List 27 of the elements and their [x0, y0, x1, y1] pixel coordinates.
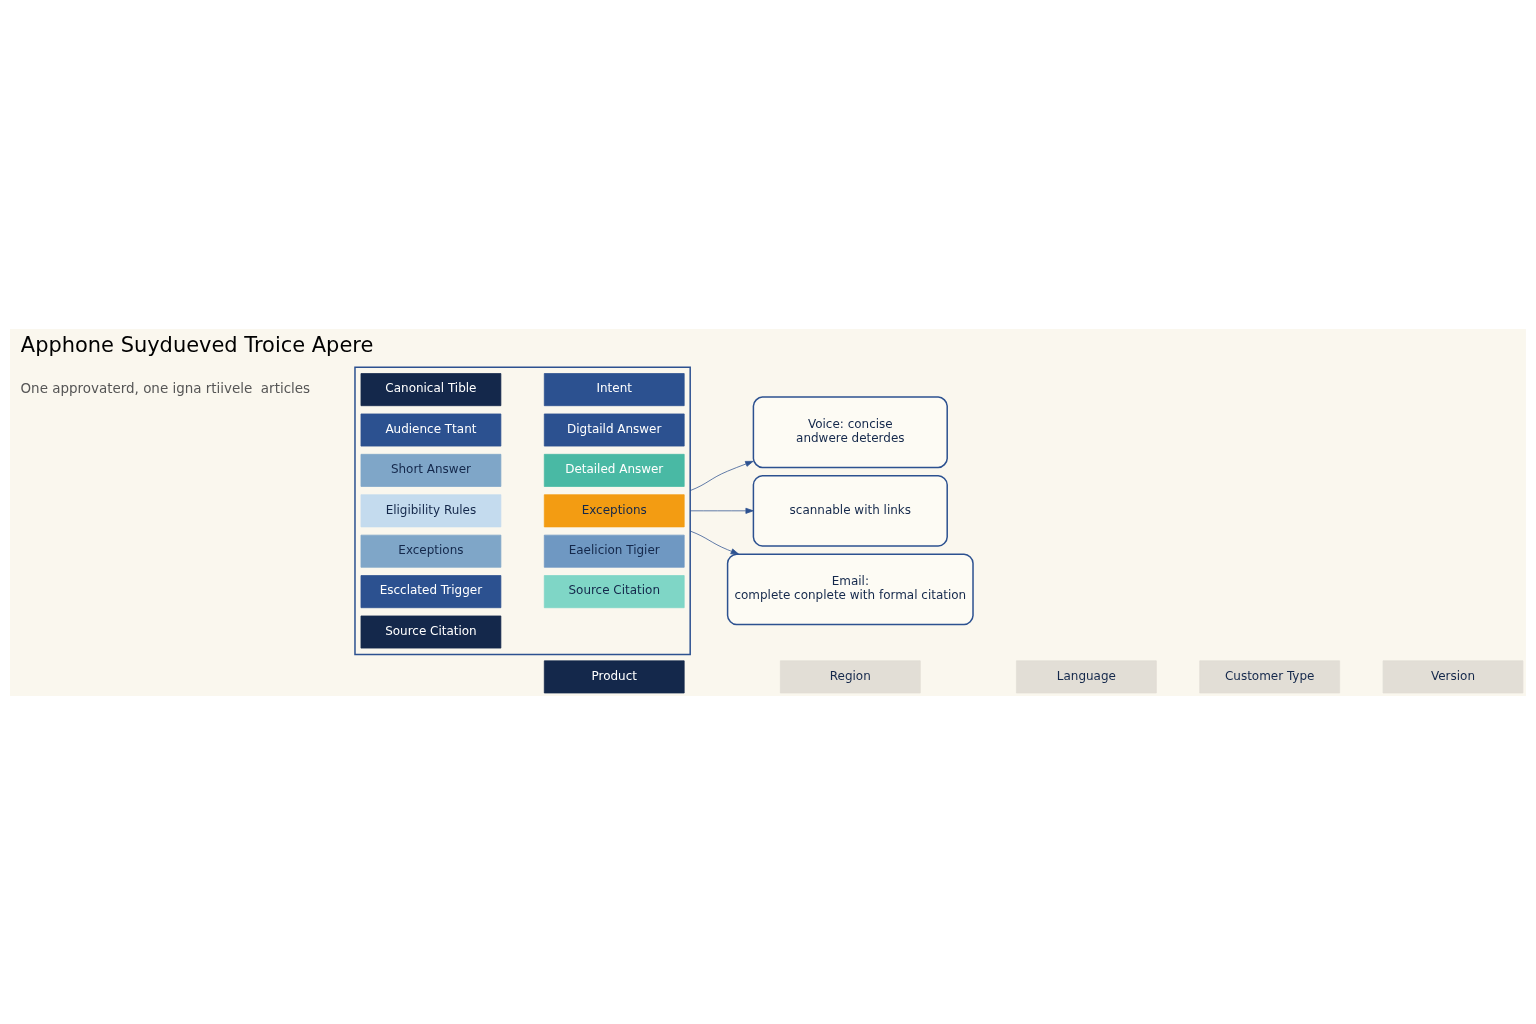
- node-box: Source Citation: [543, 574, 685, 608]
- node-box: Intent: [543, 372, 685, 406]
- node-box: Voice: concise andwere deterdes: [752, 395, 948, 468]
- node-box: Exceptions: [543, 493, 685, 527]
- node-box: Audience Ttant: [360, 413, 502, 446]
- node-box: Escclated Trigger: [360, 574, 502, 608]
- node-box: Short Answer: [360, 453, 502, 487]
- node-box: Customer Type: [1199, 659, 1340, 693]
- diagram-title: Apphone Suydueved Troice Apere: [20, 332, 374, 357]
- label: One approvaterd, one igna rtiivele articles: [20, 380, 311, 396]
- node-box: Detailed Answer: [543, 453, 685, 487]
- cluster: [354, 365, 691, 655]
- arrow: [689, 507, 754, 514]
- node-box: Eaelicion Tigier: [543, 534, 685, 568]
- node-box: Canonical Tible: [360, 372, 502, 406]
- node-box: Source Citation: [360, 615, 502, 648]
- node-box: Eligibility Rules: [360, 493, 502, 527]
- node-box: Digtaild Answer: [543, 413, 685, 446]
- node-box: Product: [543, 659, 685, 693]
- node-box: Version: [1382, 659, 1524, 693]
- node-box: scannable with links: [752, 474, 948, 547]
- arrow: [689, 460, 754, 491]
- arrow: [689, 530, 739, 554]
- node-box: Email: complete conplete with formal citation: [726, 552, 974, 625]
- node-box: Region: [779, 659, 921, 693]
- node-box: Exceptions: [360, 534, 502, 568]
- node-box: Language: [1016, 659, 1157, 693]
